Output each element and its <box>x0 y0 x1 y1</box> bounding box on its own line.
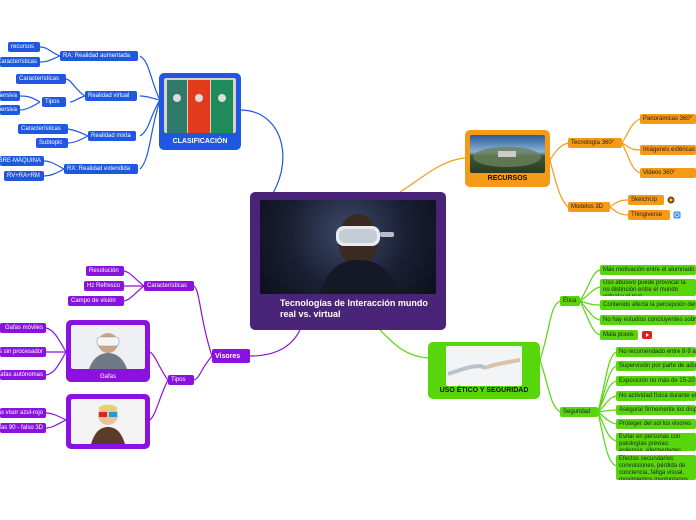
rm-caracteristicas[interactable]: Características <box>18 124 68 134</box>
visores-tipos[interactable]: Tipos <box>168 375 194 385</box>
rv-node[interactable]: Realidad virtual <box>85 91 137 101</box>
youtube-icon[interactable] <box>642 331 652 339</box>
etica-item-3[interactable]: Contenido afecta la percepción del mundo… <box>600 300 696 310</box>
rx-hombre-maquina[interactable]: HOMBRE-MÁQUINA <box>0 156 44 166</box>
sketchup-link-icon[interactable] <box>667 196 675 204</box>
panoramicas-360[interactable]: Panorámicas 360° <box>640 114 696 124</box>
gafas-node[interactable]: Gafas <box>66 320 150 382</box>
seguridad-item-4[interactable]: No actividad física durante el uso <box>616 391 696 401</box>
thingiverse-node[interactable]: Thingiverse <box>628 210 670 220</box>
web-link-icon[interactable] <box>673 211 681 219</box>
gafas-autonomas[interactable]: Gafas autónomas <box>0 370 46 380</box>
visores-node[interactable]: Visores <box>212 349 250 363</box>
seguridad-node[interactable]: Seguridad <box>560 407 598 417</box>
seguridad-item-6[interactable]: Proteger del sol los visores <box>616 419 696 429</box>
imagenes-esfericas[interactable]: Imágenes esféricas <box>640 145 696 155</box>
rv-inmersiva[interactable]: Inmersiva <box>0 91 20 101</box>
rv-tipos[interactable]: Tipos <box>42 97 66 107</box>
central-title: Tecnologías de Interacción mundo real vs… <box>280 298 428 319</box>
seguridad-item-1[interactable]: No recomendado entre 8-9 años <box>616 347 696 357</box>
tecnologia-360-node[interactable]: Tecnología 360° <box>568 138 622 148</box>
rv-no-inmersiva[interactable]: No Inmersiva <box>0 105 20 115</box>
uso-etico-node[interactable]: USO ÉTICO Y SEGURIDAD <box>428 342 540 399</box>
visores-caracteristicas[interactable]: Características <box>144 281 194 291</box>
gafas-sin-procesador[interactable]: Gafas sin procesador <box>0 347 46 357</box>
recursos-node[interactable]: RECURSOS <box>465 130 550 187</box>
panorama-image <box>470 135 545 173</box>
rx-rv-ra-rm[interactable]: RV+RA+RM <box>4 171 44 181</box>
etica-item-1[interactable]: Más motivación entre el alumnado <box>600 265 696 275</box>
rv-caracteristicas[interactable]: Características <box>16 74 66 84</box>
ra-recursos[interactable]: recursos <box>8 42 40 52</box>
videos-360[interactable]: Videos 360° <box>640 168 696 178</box>
etica-node[interactable]: Ética <box>560 296 580 306</box>
hz-refresco-node[interactable]: Hz Refresco <box>84 281 124 291</box>
seguridad-item-3[interactable]: Exposición no más de 15-20 minutos <box>616 376 696 386</box>
recursos-label: RECURSOS <box>487 175 528 182</box>
ra-node[interactable]: RA: Realidad aumentada <box>60 51 138 61</box>
seguridad-item-2[interactable]: Supervisión por parte de adultos <box>616 361 696 371</box>
etica-item-4[interactable]: No hay estudios concluyentes sobre los e… <box>600 315 696 325</box>
robot-hand-image <box>446 346 522 386</box>
resolucion-node[interactable]: Resolución <box>86 266 124 276</box>
rx-node[interactable]: RX: Realidad extendida <box>64 164 138 174</box>
gafas-azul-rojo[interactable]: Gafas visor azul-rojo <box>0 408 46 418</box>
sketchup-node[interactable]: SketchUp <box>628 195 664 205</box>
seguridad-item-8[interactable]: Efectos secundarios: convulsiones, pérdi… <box>616 455 696 480</box>
modelos-3d-node[interactable]: Modelos 3D <box>568 202 610 212</box>
gafas-90-falso-3d[interactable]: Gafas 90 - falso 3D <box>0 423 46 433</box>
gafas-3d-node[interactable] <box>66 394 150 449</box>
3d-glasses-person-image <box>71 399 145 444</box>
binders-image <box>164 78 236 133</box>
rm-node[interactable]: Realidad mixta <box>88 131 136 141</box>
uso-etico-label: USO ÉTICO Y SEGURIDAD <box>439 387 529 394</box>
etica-item-5[interactable]: Mala praxis <box>600 330 638 340</box>
etica-item-2[interactable]: Uso abusivo puede provocar la no distinc… <box>600 279 696 296</box>
vr-headset-person-image <box>260 200 436 294</box>
central-topic[interactable]: Tecnologías de Interacción mundo real vs… <box>250 192 446 330</box>
gafas-moviles[interactable]: Gafas móviles <box>0 323 46 333</box>
gafas-label: Gafas <box>99 374 116 380</box>
seguridad-item-5[interactable]: Asegurar firmemente los dispositivos <box>616 405 696 415</box>
clasificacion-label: CLASIFICACIÓN <box>172 138 228 145</box>
seguridad-item-7[interactable]: Evitar en personas con patologías previa… <box>616 433 696 451</box>
clasificacion-node[interactable]: CLASIFICACIÓN <box>159 73 241 150</box>
campo-vision-node[interactable]: Campo de visión <box>68 296 124 306</box>
vr-goggles-person-image <box>71 325 145 369</box>
ra-caracteristicas[interactable]: Características <box>0 57 40 67</box>
rm-subtopic[interactable]: Subtopic <box>36 138 68 148</box>
